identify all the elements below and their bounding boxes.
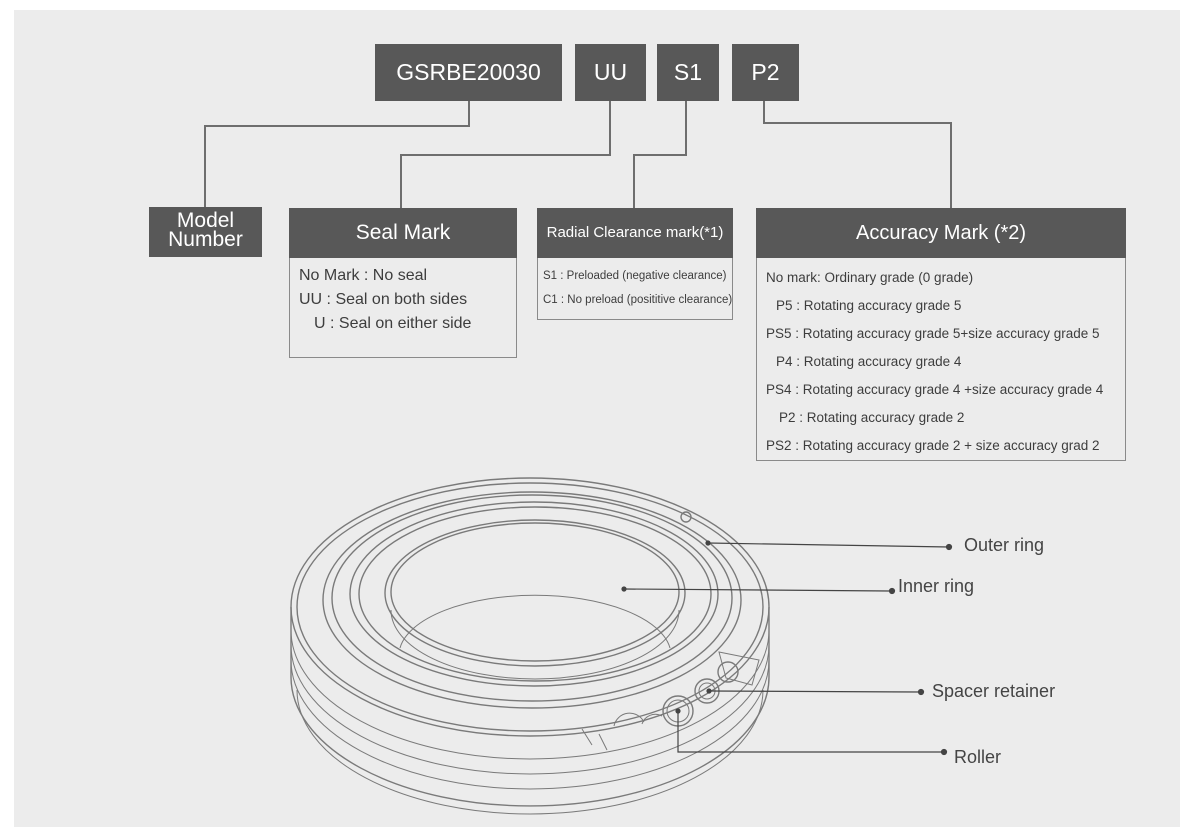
seal-mark-header: Seal Mark: [289, 208, 517, 258]
code-model-box: GSRBE20030: [375, 44, 562, 101]
code-seal-box: UU: [575, 44, 646, 101]
leader-inner-ring: [623, 588, 893, 592]
code-clearance-text: S1: [673, 59, 703, 85]
diagram-panel: GSRBE20030 UU S1 P2 Model Number Seal Ma…: [14, 10, 1180, 827]
accuracy-mark-item: P4 : Rotating accuracy grade 4: [776, 354, 962, 369]
spacer-retainer-label: Spacer retainer: [932, 681, 1056, 701]
seal-mark-list: No Mark : No seal UU : Seal on both side…: [289, 258, 517, 358]
radial-clearance-list: S1 : Preloaded (negative clearance) C1 :…: [537, 258, 733, 320]
leader-roller: [677, 711, 944, 753]
connector-seal: [400, 101, 611, 208]
seal-mark-item: UU : Seal on both sides: [299, 291, 468, 308]
inner-ring-label: Inner ring: [898, 576, 975, 596]
accuracy-mark-item: PS2 : Rotating accuracy grade 2 + size a…: [766, 438, 1100, 453]
radial-clearance-item: S1 : Preloaded (negative clearance): [543, 270, 727, 282]
accuracy-mark-item: P2 : Rotating accuracy grade 2: [779, 410, 965, 425]
code-accuracy-text: P2: [751, 59, 780, 85]
model-number-line2: Number: [168, 228, 243, 251]
accuracy-mark-item: PS4 : Rotating accuracy grade 4 +size ac…: [766, 382, 1104, 397]
seal-mark-title: Seal Mark: [355, 221, 451, 244]
radial-clearance-header: Radial Clearance mark(*1): [537, 208, 733, 258]
leader-spacer-retainer: [708, 690, 922, 693]
connector-model: [204, 101, 470, 207]
code-accuracy-box: P2: [732, 44, 799, 101]
outer-ring-label: Outer ring: [964, 535, 1045, 555]
accuracy-mark-item: No mark: Ordinary grade (0 grade): [766, 270, 974, 285]
accuracy-mark-header: Accuracy Mark (*2): [756, 208, 1126, 258]
seal-mark-item: No Mark : No seal: [299, 267, 428, 284]
accuracy-mark-item: PS5 : Rotating accuracy grade 5+size acc…: [766, 326, 1100, 341]
accuracy-mark-item: P5 : Rotating accuracy grade 5: [776, 298, 962, 313]
accuracy-mark-list: No mark: Ordinary grade (0 grade) P5 : R…: [756, 258, 1126, 461]
code-model-text: GSRBE20030: [396, 59, 541, 85]
code-seal-text: UU: [593, 59, 628, 85]
seal-mark-item: U : Seal on either side: [314, 315, 472, 332]
code-clearance-box: S1: [657, 44, 719, 101]
roller-label: Roller: [954, 747, 1002, 767]
leader-outer-ring: [707, 542, 950, 548]
model-number-label: Model Number: [149, 207, 262, 257]
radial-clearance-title: Radial Clearance mark(*1): [546, 224, 724, 241]
connector-clearance: [633, 101, 687, 208]
model-number-line1: Model: [176, 209, 235, 232]
bearing-illustration: [290, 477, 770, 815]
radial-clearance-item: C1 : No preload (posititive clearance): [543, 294, 733, 306]
connector-accuracy: [763, 101, 952, 208]
diagram-lines: [204, 101, 953, 815]
accuracy-mark-title: Accuracy Mark (*2): [855, 222, 1027, 244]
